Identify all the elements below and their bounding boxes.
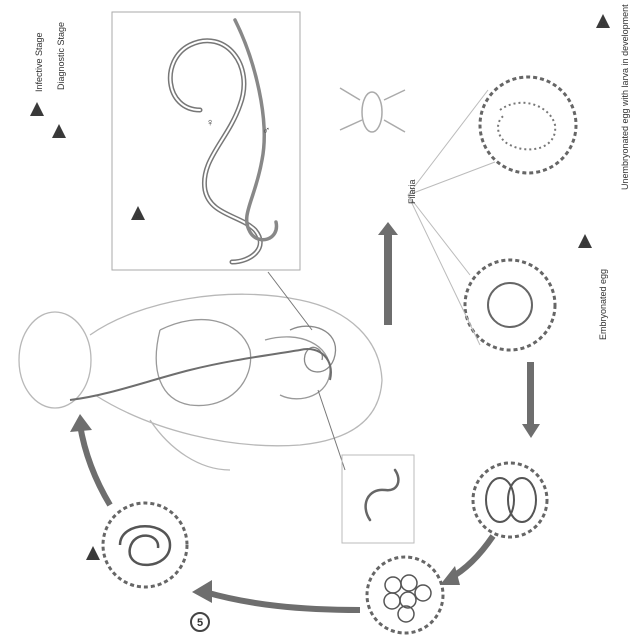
legend: i Infective Stage d Diagnostic Stage	[30, 22, 66, 138]
larva-development-label: Unembryonated egg with larva in developm…	[620, 4, 630, 190]
egg-embryonated-content	[498, 103, 555, 150]
egg-two-cell-blastomere-2	[508, 478, 536, 522]
arrow-to-larval-egg-head	[192, 580, 212, 603]
cycle-number: 5	[197, 617, 203, 629]
adult-worms-frame	[112, 12, 300, 270]
adult-stage-symbol: d	[136, 213, 140, 220]
embryonated-egg-label: Embryonated egg	[598, 269, 608, 340]
egg-embryonated-shell	[480, 77, 576, 173]
egg-morula-cell-1	[385, 577, 401, 593]
legend-diagnostic-label: Diagnostic Stage	[56, 22, 66, 90]
male-symbol: ♂	[262, 125, 270, 137]
egg-unembryonated-symbol: d	[583, 241, 587, 248]
larva-migration-path	[70, 349, 331, 400]
egg-with-larva: i	[86, 503, 187, 587]
arrow-to-human	[80, 425, 110, 505]
egg-morula-cell-4	[384, 593, 400, 609]
human-torso	[90, 294, 382, 446]
arrow-to-two-cell-bar	[527, 362, 534, 424]
egg-embryonated-symbol: d	[601, 21, 605, 28]
arrow-to-two-cell-head	[522, 424, 540, 438]
cycle-arrows	[70, 222, 540, 610]
human-arm	[150, 420, 230, 470]
egg-larva-coil	[120, 526, 170, 565]
arrow-to-larval-egg	[205, 592, 360, 610]
egg-unembryonated-core	[488, 283, 532, 327]
egg-two-cell	[473, 463, 547, 537]
adult-worms-panel: ♀ ♂ d	[112, 12, 300, 270]
human-head	[19, 312, 91, 408]
larva-inset-frame	[342, 455, 414, 543]
larva-inset	[342, 455, 414, 543]
legend-diagnostic-symbol: d	[57, 131, 61, 138]
egg-unembryonated: d	[465, 234, 592, 350]
egg-two-cell-blastomere-1	[486, 478, 514, 522]
filaria-label: Filaria	[407, 179, 417, 204]
legend-infective-label: Infective Stage	[34, 32, 44, 92]
human-stomach	[265, 337, 330, 399]
egg-morula	[367, 557, 443, 633]
human-lungs	[156, 320, 250, 406]
egg-unembryonated-shell	[465, 260, 555, 350]
egg-morula-cell-2	[401, 575, 417, 591]
female-symbol: ♀	[206, 117, 214, 129]
magnifier-lines	[408, 90, 495, 345]
arrow-to-morula-head	[440, 566, 460, 585]
egg-larva-shell	[103, 503, 187, 587]
adult-worm-male	[235, 20, 276, 240]
human-body	[19, 294, 382, 470]
arrow-to-human-head	[70, 414, 92, 432]
hatched-larva	[366, 470, 399, 520]
pointer-line-larva	[318, 390, 345, 470]
arrow-soil-bar	[384, 235, 392, 325]
fly-illustration	[340, 88, 405, 132]
egg-morula-cell-3	[415, 585, 431, 601]
arrow-soil-head	[378, 222, 398, 235]
egg-embryonated-magnified: d	[480, 14, 610, 173]
